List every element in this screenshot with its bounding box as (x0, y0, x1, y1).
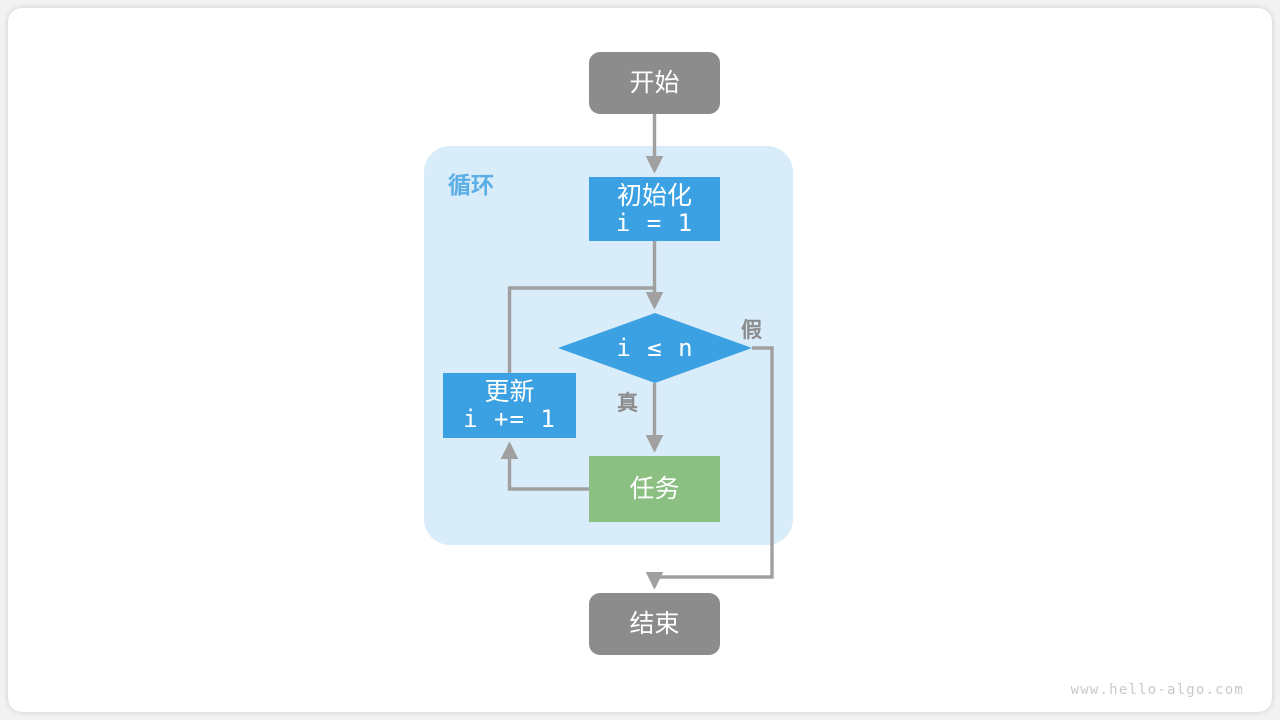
node-condition[interactable] (558, 313, 752, 383)
loop-group-label: 循环 (448, 173, 494, 199)
edge-label-false: 假 (741, 318, 762, 342)
edge-label-true: 真 (617, 391, 638, 415)
edge-task-to-update (500, 441, 589, 491)
node-update[interactable] (443, 373, 576, 438)
watermark: www.hello-algo.com (1070, 682, 1244, 698)
node-end[interactable] (589, 593, 720, 655)
edge-condition-to-end (645, 346, 774, 590)
edge-update-to-condition (507, 286, 655, 373)
node-task[interactable] (589, 456, 720, 522)
node-start[interactable] (589, 52, 720, 114)
node-init[interactable] (589, 177, 720, 241)
